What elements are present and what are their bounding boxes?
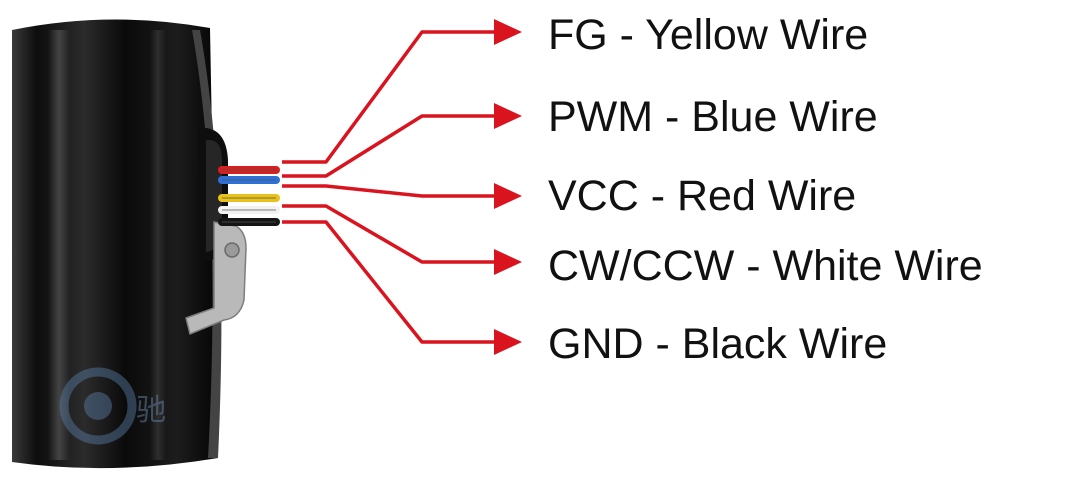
watermark-logo: 驰	[59, 367, 166, 445]
arrow-group	[282, 19, 522, 355]
arrowhead-fg	[494, 19, 522, 45]
leader-line-cw-ccw	[282, 204, 498, 264]
wire-label-gnd: GND - Black Wire	[548, 320, 888, 368]
leader-line-pwm	[282, 114, 498, 178]
arrowhead-pwm	[494, 103, 522, 129]
wire-label-vcc: VCC - Red Wire	[548, 172, 857, 220]
leader-line-fg	[282, 30, 498, 164]
arrowhead-vcc	[494, 183, 522, 209]
leader-line-gnd	[282, 220, 498, 344]
motor-body	[12, 19, 222, 469]
leader-line-vcc	[282, 184, 498, 198]
wire-label-fg: FG - Yellow Wire	[548, 11, 869, 59]
metal-bracket	[185, 221, 247, 336]
arrowhead-gnd	[494, 329, 522, 355]
wire-label-pwm: PWM - Blue Wire	[548, 93, 878, 141]
wire-label-cw-ccw: CW/CCW - White Wire	[548, 242, 983, 290]
arrowhead-cw-ccw	[494, 249, 522, 275]
wire-bundle	[218, 166, 280, 226]
watermark-text: 驰	[136, 393, 166, 428]
